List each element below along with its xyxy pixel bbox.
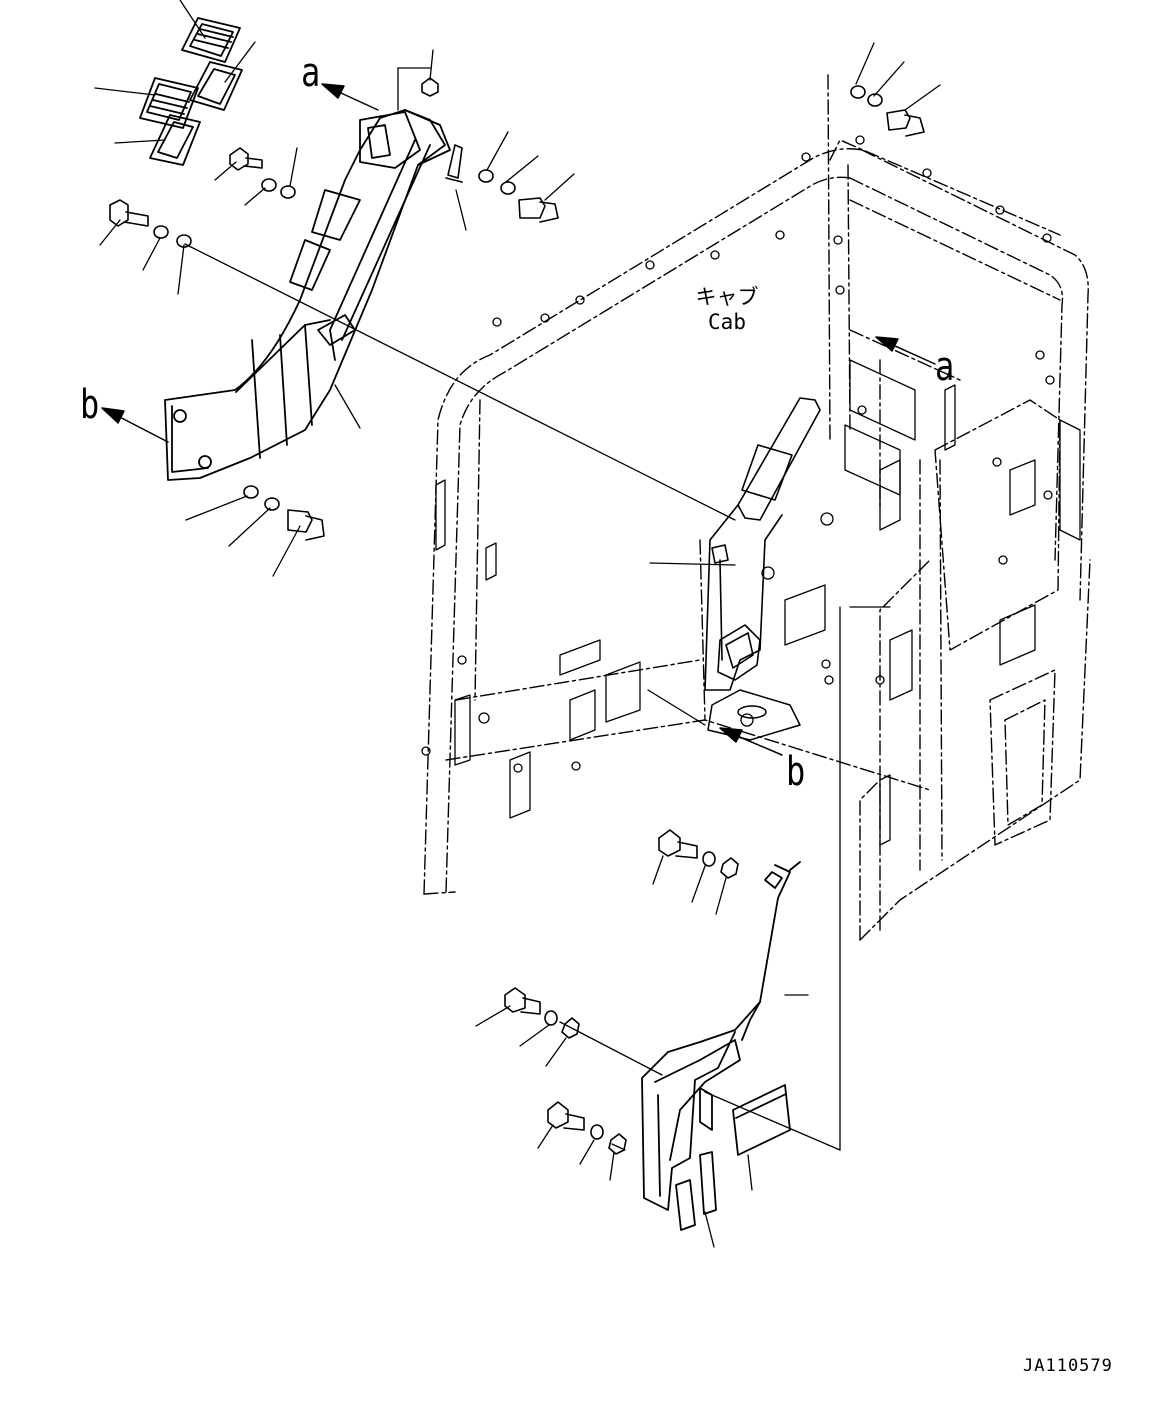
arrow-b-left	[101, 407, 169, 443]
label-cab-japanese: キャブ	[695, 285, 759, 309]
label-cab-english: Cab	[708, 310, 746, 334]
drawing-code: JA110579	[1023, 1356, 1113, 1376]
bolt-7	[504, 987, 541, 1015]
vent-frame-1	[189, 61, 243, 111]
label-b-bottom: b	[786, 749, 806, 795]
vent-grilles	[139, 17, 243, 166]
vent-grille-1	[181, 17, 241, 63]
label-b-left: b	[80, 382, 100, 428]
vent-frame-2	[149, 114, 201, 166]
installed-pillar-trim	[704, 397, 821, 691]
arrow-a-top	[321, 83, 379, 111]
installed-lower-cover	[707, 689, 801, 741]
bolt-6	[658, 829, 698, 859]
bolt-5	[886, 109, 925, 137]
lower-trim-exploded	[641, 861, 801, 1231]
pillar-cover-exploded	[164, 109, 451, 481]
label-a-right: a	[935, 344, 955, 390]
arrow-b-bottom	[719, 727, 783, 756]
cab-frame-details	[421, 135, 1081, 846]
bracket-top	[445, 144, 463, 183]
fasteners	[109, 77, 925, 1155]
bolt-2	[109, 199, 149, 227]
direction-arrows	[101, 83, 936, 756]
label-a-top: a	[301, 50, 321, 96]
vent-grille-2	[139, 77, 199, 129]
cab-frame	[423, 74, 1091, 941]
bolt-4	[287, 509, 325, 541]
bolt-3	[518, 197, 559, 223]
bolt-1	[229, 147, 263, 171]
bolt-8	[547, 1101, 585, 1131]
leader-lines	[94, 0, 941, 1248]
arrow-a-right	[875, 336, 936, 365]
